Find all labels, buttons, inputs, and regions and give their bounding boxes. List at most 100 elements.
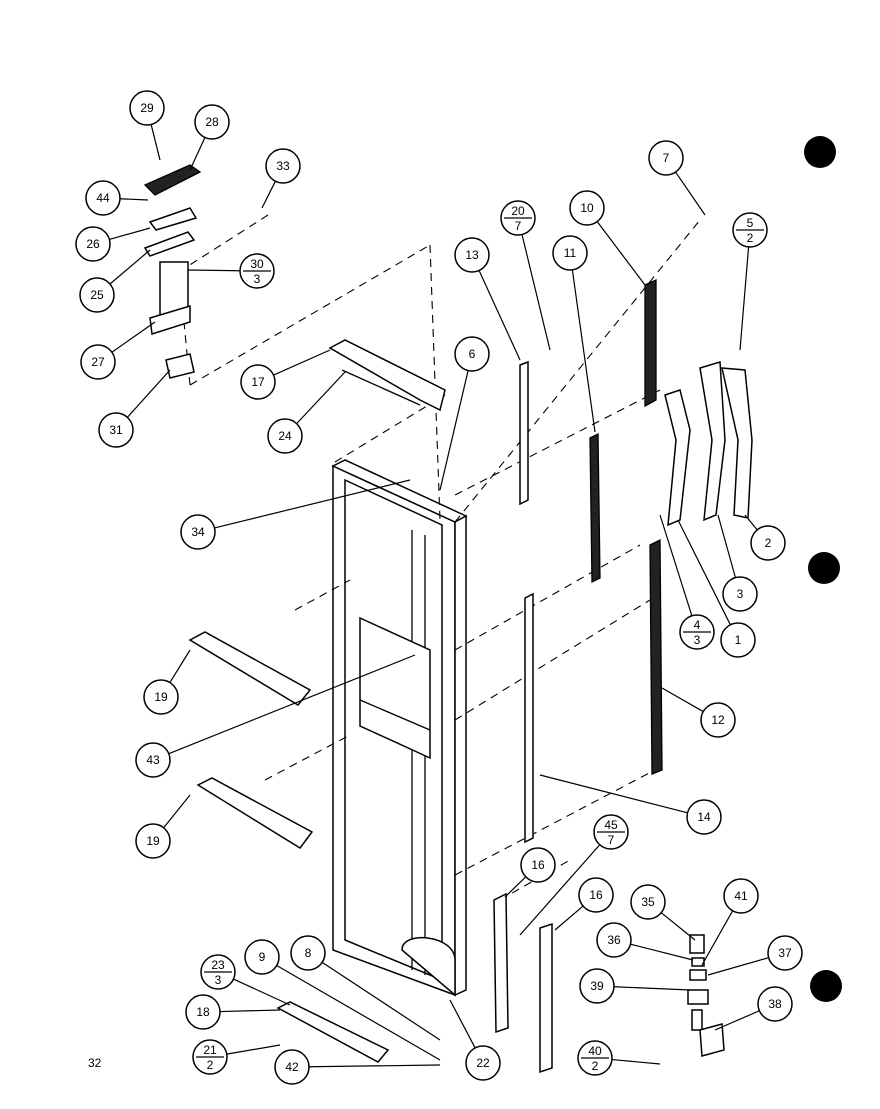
callout-11: 11 [552,235,596,433]
callout-circle [75,226,111,262]
leader-line [744,514,758,531]
callout-16: 16 [504,847,556,898]
callout-circle [98,412,134,448]
callout-number: 28 [205,115,219,129]
callout-3: 3 [717,514,758,612]
callout-circle [454,336,490,372]
leader-line [675,171,706,216]
callout-20-7: 207 [500,200,551,351]
leader-line [504,876,527,898]
callout-39: 39 [579,968,691,1004]
leader-line [261,180,276,209]
callout-25: 25 [79,249,151,313]
leader-line [554,905,584,931]
leader-line [478,270,521,361]
leader-line [439,370,469,491]
callout-35: 35 [630,884,696,941]
callout-22: 22 [449,999,501,1081]
callout-quantity: 2 [747,231,754,245]
callout-10: 10 [569,190,646,286]
callout-42: 42 [274,1049,441,1085]
callout-number: 12 [711,713,725,727]
callout-quantity: 3 [215,973,222,987]
callout-1: 1 [677,519,756,658]
leader-line [449,999,476,1049]
callout-number: 37 [778,946,792,960]
callout-number: 45 [604,818,618,832]
callout-23-3: 233 [200,954,291,1006]
callout-number: 44 [96,191,110,205]
callout-40-2: 402 [577,1040,661,1076]
leader-line [187,269,241,272]
callout-44: 44 [85,180,149,216]
callout-number: 41 [734,889,748,903]
leader-line [611,1058,661,1065]
callout-number: 17 [251,375,265,389]
binder-hole-top [804,136,836,168]
leader-line [109,249,151,285]
callout-number: 19 [154,690,168,704]
callout-circle [722,576,758,612]
callout-quantity: 7 [608,833,615,847]
callout-4-3: 43 [659,514,715,650]
callout-circle [267,418,303,454]
callout-7: 7 [648,140,706,216]
callout-number: 33 [276,159,290,173]
callout-circle [454,237,490,273]
callout-number: 16 [531,858,545,872]
callout-circle [757,986,793,1022]
binder-hole-bottom [810,970,842,1002]
callout-circle [648,140,684,176]
callout-2: 2 [744,514,786,561]
leader-line [296,371,346,425]
callout-number: 31 [109,423,123,437]
callout-circle [274,1049,310,1085]
callout-circle [265,148,301,184]
leader-line [276,964,441,1061]
callout-labels: 2928334426303252731172461320711107522314… [75,90,803,1085]
callout-45-7: 457 [519,814,629,936]
leader-line [571,269,596,433]
callout-number: 2 [765,536,772,550]
callout-circle [720,622,756,658]
callout-circle [185,994,221,1030]
callout-circle [579,968,615,1004]
leader-line [630,943,694,961]
callout-5-2: 52 [732,212,768,351]
callout-27: 27 [80,321,156,380]
leader-line [109,227,151,240]
callout-12: 12 [661,687,736,738]
callout-number: 20 [511,204,525,218]
callout-33: 33 [261,148,301,209]
leader-line [111,321,156,353]
leader-line [707,957,769,976]
leader-line [660,912,696,941]
callout-number: 30 [250,257,264,271]
callout-number: 8 [305,946,312,960]
parts-drawing [143,164,753,1074]
callout-24: 24 [267,371,346,454]
callout-number: 21 [203,1043,217,1057]
callout-number: 4 [694,618,701,632]
callout-quantity: 2 [207,1058,214,1072]
callout-number: 13 [465,248,479,262]
binder-hole-middle [808,552,840,584]
callout-number: 39 [590,979,604,993]
leader-line [169,649,191,683]
leader-line [150,124,161,161]
callout-circle [80,344,116,380]
callout-43: 43 [135,654,416,778]
callout-37: 37 [707,935,803,976]
callout-number: 40 [588,1044,602,1058]
callout-circle [85,180,121,216]
callout-number: 42 [285,1060,299,1074]
callout-quantity: 2 [592,1059,599,1073]
leader-line [613,986,691,991]
callout-31: 31 [98,369,171,448]
leader-line [519,844,601,936]
leader-line [214,479,411,529]
callout-number: 14 [697,810,711,824]
leader-line [233,978,291,1006]
leader-line [168,654,416,755]
